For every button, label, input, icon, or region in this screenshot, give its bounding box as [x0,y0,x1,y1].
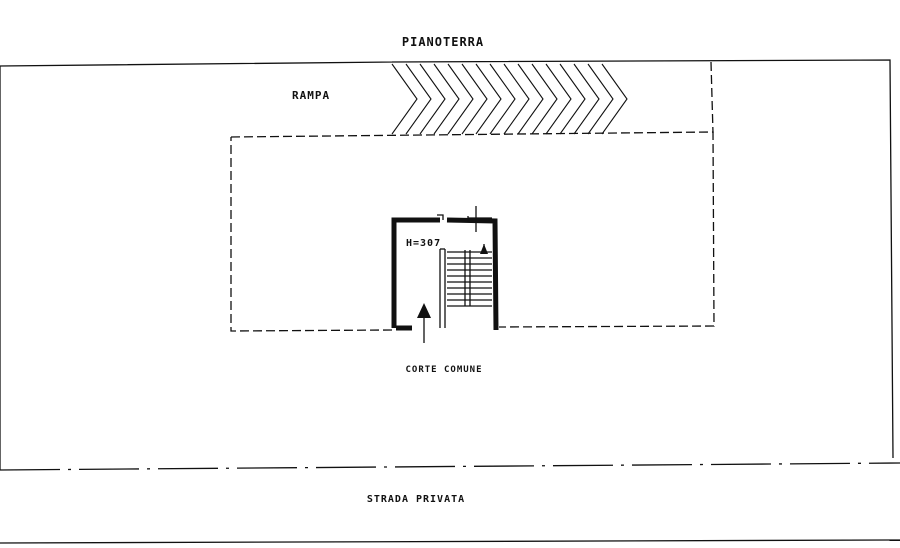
building-footprint [230,131,715,332]
street-label: STRADA PRIVATA [367,494,465,505]
ramp-dashed-edge [710,61,714,134]
stair-direction-arrow-icon [480,244,488,254]
plan-title: PIANOTERRA [402,35,484,49]
street-centerline [0,462,900,471]
ramp-hatch [391,63,628,135]
ramp-label: RAMPA [292,89,330,102]
stair-center-line [464,250,471,306]
courtyard-label: CORTE COMUNE [405,365,482,375]
height-label: H=307 [406,238,441,249]
lot-boundary [0,59,894,470]
stairwell [391,206,499,331]
bottom-boundary [0,539,900,544]
entrance-arrow-icon [417,303,431,343]
